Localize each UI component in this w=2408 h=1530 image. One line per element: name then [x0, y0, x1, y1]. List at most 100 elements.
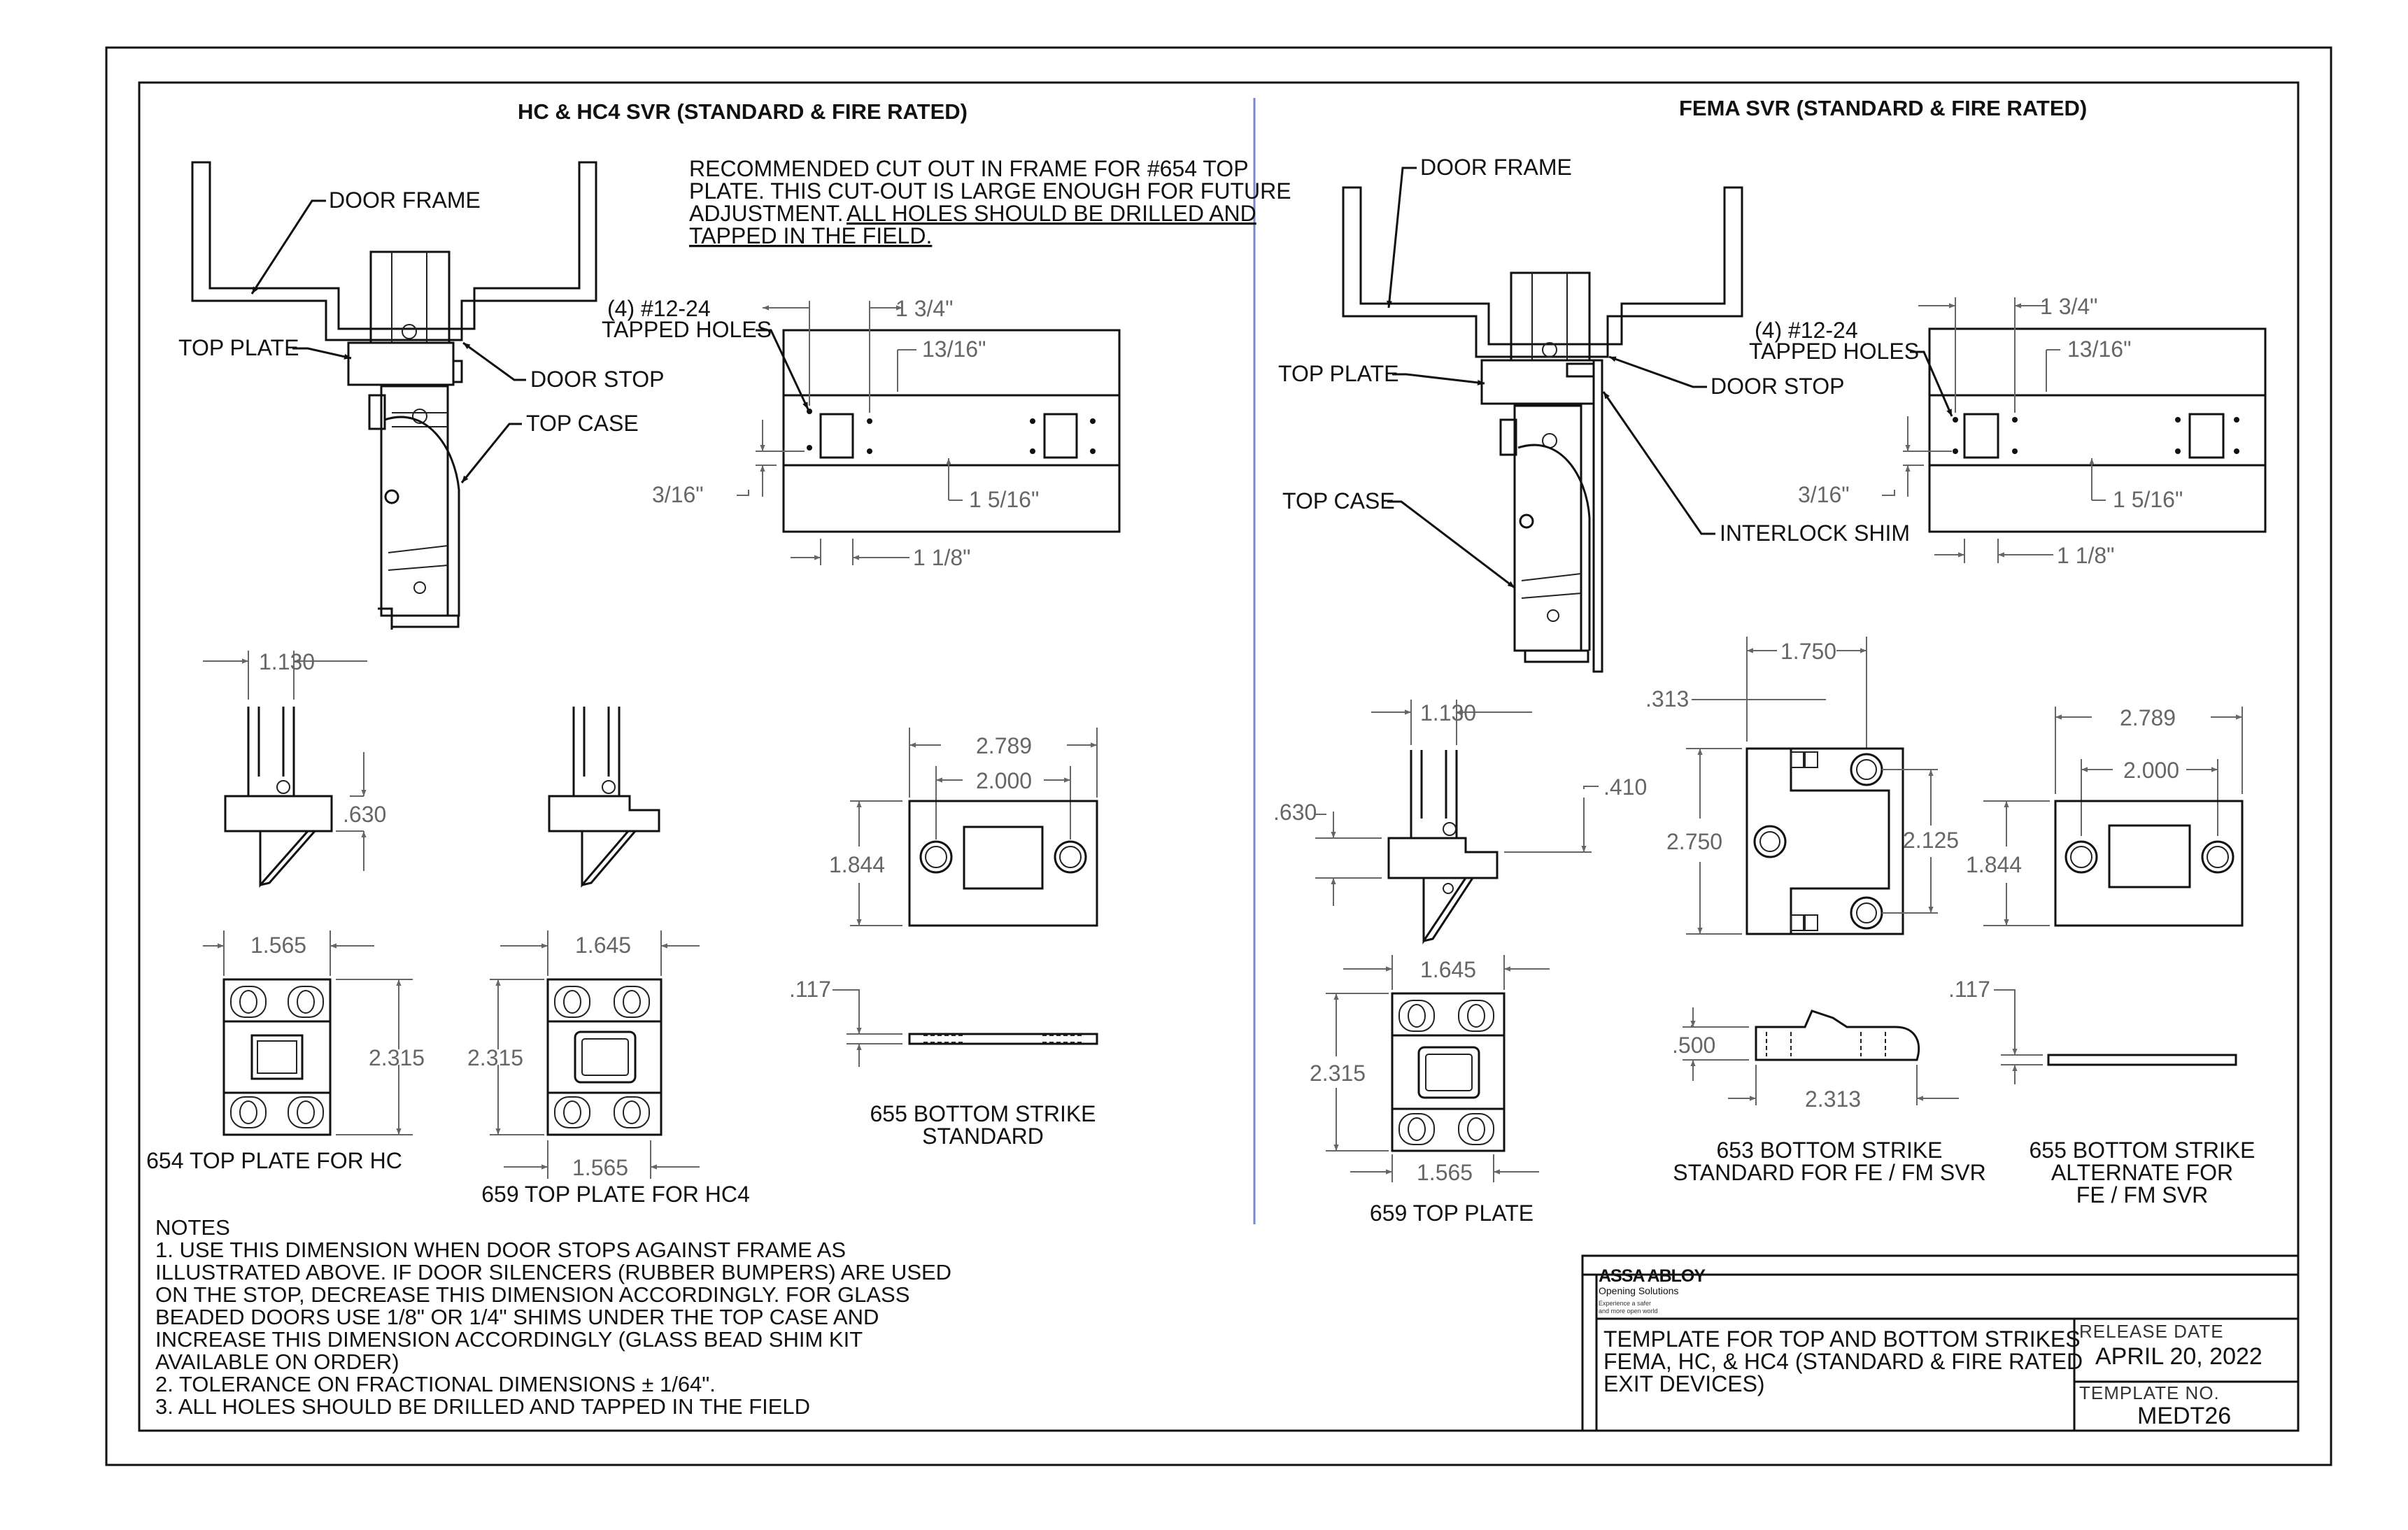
svg-text:1 5/16": 1 5/16": [969, 487, 1039, 512]
release-date: APRIL 20, 2022: [2095, 1343, 2262, 1370]
svg-text:AVAILABLE ON ORDER): AVAILABLE ON ORDER): [155, 1350, 399, 1374]
svg-text:.313: .313: [1645, 686, 1689, 711]
svg-text:TEMPLATE FOR TOP AND BOTTOM ST: TEMPLATE FOR TOP AND BOTTOM STRIKES: [1603, 1326, 2081, 1352]
svg-text:ILLUSTRATED ABOVE. IF DOOR SI: ILLUSTRATED ABOVE. IF DOOR SILENCERS (RU…: [155, 1260, 951, 1284]
left-cutout-note: RECOMMENDED CUT OUT IN FRAME FOR #654 TO…: [689, 156, 1291, 248]
svg-text:Experience a safer: Experience a safer: [1599, 1300, 1651, 1307]
svg-text:2.315: 2.315: [369, 1045, 425, 1070]
callout-door-frame-fema: DOOR FRAME: [1420, 155, 1572, 180]
callout-door-stop: DOOR STOP: [530, 367, 664, 392]
svg-text:1.565: 1.565: [250, 933, 306, 958]
right-cutout-template: (4) #12-24 TAPPED HOLES 1 3/4" 13/16" 3/…: [1749, 294, 2267, 568]
svg-text:2.125: 2.125: [1903, 828, 1959, 853]
svg-text:RECOMMENDED CUT OUT IN FRAME F: RECOMMENDED CUT OUT IN FRAME FOR #654 TO…: [689, 156, 1249, 181]
svg-text:655 BOTTOM STRIKE: 655 BOTTOM STRIKE: [870, 1101, 1096, 1126]
svg-text:1.844: 1.844: [1966, 852, 2022, 877]
callout-top-plate-fema: TOP PLATE: [1278, 361, 1399, 386]
svg-text:TAPPED HOLES: TAPPED HOLES: [602, 317, 772, 342]
svg-text:TAPPED IN THE FIELD.: TAPPED IN THE FIELD.: [689, 223, 932, 248]
svg-text:EXIT DEVICES): EXIT DEVICES): [1603, 1371, 1765, 1396]
svg-text:13/16": 13/16": [922, 337, 986, 362]
svg-text:Opening Solutions: Opening Solutions: [1599, 1285, 1678, 1296]
right-detail-fema: 1.130 .630 .410: [1273, 700, 1647, 944]
svg-text:1.130: 1.130: [259, 649, 315, 674]
svg-text:RELEASE DATE: RELEASE DATE: [2079, 1321, 2224, 1342]
svg-text:2.313: 2.313: [1805, 1086, 1861, 1112]
svg-text:1 1/8": 1 1/8": [2057, 543, 2115, 568]
svg-text:1.565: 1.565: [1417, 1160, 1473, 1185]
left-section-title: HC & HC4 SVR (STANDARD & FIRE RATED): [518, 99, 968, 124]
svg-text:.500: .500: [1672, 1033, 1715, 1058]
svg-text:.410: .410: [1603, 774, 1647, 800]
callout-top-case-fema: TOP CASE: [1282, 488, 1395, 513]
callout-top-case: TOP CASE: [526, 411, 639, 436]
svg-text:ALL HOLES SHOULD BE DRILLED AN: ALL HOLES SHOULD BE DRILLED AND: [847, 201, 1256, 226]
svg-text:1 5/16": 1 5/16": [2113, 487, 2183, 512]
svg-text:655 BOTTOM STRIKE: 655 BOTTOM STRIKE: [2029, 1138, 2255, 1163]
svg-text:2. TOLERANCE ON FRACTIONAL DIM: 2. TOLERANCE ON FRACTIONAL DIMENSIONS ± …: [155, 1372, 716, 1396]
template-number: MEDT26: [2137, 1403, 2231, 1429]
right-strike-653: 1.750 .313 2.750 2.125 .500 2.313: [1645, 637, 1986, 1185]
title-block: ASSA ABLOY Opening Solutions Experience …: [1581, 1254, 2300, 1432]
svg-text:STANDARD FOR FE / FM SVR: STANDARD FOR FE / FM SVR: [1673, 1160, 1985, 1185]
inner-border: [138, 81, 2300, 1432]
svg-text:3/16": 3/16": [1798, 482, 1850, 507]
svg-text:FEMA, HC, & HC4 (STANDARD & FI: FEMA, HC, & HC4 (STANDARD & FIRE RATED: [1603, 1349, 2083, 1374]
svg-text:3/16": 3/16": [652, 482, 704, 507]
left-side-view: [191, 161, 597, 630]
callout-interlock-shim: INTERLOCK SHIM: [1720, 520, 1910, 546]
callout-door-stop-fema: DOOR STOP: [1711, 374, 1844, 399]
svg-text:1.645: 1.645: [575, 933, 631, 958]
svg-text:2.000: 2.000: [2123, 758, 2179, 783]
notes-block: NOTES 1. USE THIS DIMENSION WHEN DOOR ST…: [155, 1215, 951, 1419]
svg-text:2.750: 2.750: [1666, 829, 1722, 854]
svg-text:NOTES: NOTES: [155, 1215, 230, 1240]
svg-text:1 3/4": 1 3/4": [2040, 294, 2098, 319]
svg-text:3. ALL HOLES SHOULD BE DRILLED: 3. ALL HOLES SHOULD BE DRILLED AND TAPPE…: [155, 1394, 810, 1419]
svg-text:ALTERNATE FOR: ALTERNATE FOR: [2051, 1160, 2233, 1185]
left-detail-hc4: [548, 707, 660, 888]
svg-text:TAPPED HOLES: TAPPED HOLES: [1749, 339, 1919, 364]
svg-text:1.844: 1.844: [829, 852, 885, 877]
right-section-title: FEMA SVR (STANDARD & FIRE RATED): [1679, 96, 2087, 120]
left-strike-655: 2.789 2.000 1.844 .117 655 BOTTOM STRIKE…: [789, 728, 1098, 1149]
svg-text:BEADED DOORS USE 1/8" OR 1/4": BEADED DOORS USE 1/8" OR 1/4" SHIMS UNDE…: [155, 1305, 879, 1329]
svg-text:1.130: 1.130: [1420, 700, 1476, 725]
caption-654: 654 TOP PLATE FOR HC: [146, 1148, 402, 1173]
svg-text:and more open world: and more open world: [1599, 1308, 1658, 1315]
svg-text:(4) #12-24: (4) #12-24: [607, 296, 711, 321]
svg-text:.630: .630: [343, 802, 386, 827]
caption-659-hc4: 659 TOP PLATE FOR HC4: [481, 1182, 750, 1207]
svg-text:653 BOTTOM STRIKE: 653 BOTTOM STRIKE: [1716, 1138, 1942, 1163]
svg-text:2.000: 2.000: [976, 768, 1032, 793]
svg-text:2.789: 2.789: [976, 733, 1032, 758]
svg-text:STANDARD: STANDARD: [922, 1124, 1044, 1149]
caption-659-fema: 659 TOP PLATE: [1370, 1200, 1534, 1226]
svg-text:FE / FM SVR: FE / FM SVR: [2076, 1182, 2208, 1207]
svg-text:1.645: 1.645: [1420, 957, 1476, 982]
svg-text:1.565: 1.565: [572, 1155, 628, 1180]
svg-text:.117: .117: [1948, 977, 1990, 1002]
svg-text:TEMPLATE NO.: TEMPLATE NO.: [2079, 1382, 2220, 1403]
svg-text:(4) #12-24: (4) #12-24: [1755, 318, 1858, 343]
svg-text:1.750: 1.750: [1780, 639, 1836, 664]
svg-text:1 3/4": 1 3/4": [895, 296, 954, 321]
svg-text:.117: .117: [789, 977, 831, 1002]
callout-door-frame: DOOR FRAME: [329, 187, 481, 213]
svg-text:.630: .630: [1273, 800, 1317, 825]
left-callouts: DOOR FRAME TOP PLATE DOOR STOP TOP CASE: [178, 187, 664, 483]
right-plate-659: 1.645 2.315 1.565 659 TOP PLATE: [1310, 955, 1550, 1226]
outer-border: [105, 46, 2332, 1466]
svg-text:ON THE STOP, DECREASE THIS DIM: ON THE STOP, DECREASE THIS DIMENSION ACC…: [155, 1282, 909, 1307]
brand-logo-text: ASSA ABLOY: [1599, 1266, 1706, 1286]
left-detail-hc: 1.130 .630: [203, 649, 386, 888]
left-plate-659: 1.645 2.315 1.565 659 TOP PLATE FOR HC4: [467, 930, 750, 1207]
callout-top-plate: TOP PLATE: [178, 335, 299, 360]
svg-text:ADJUSTMENT.: ADJUSTMENT.: [689, 201, 843, 226]
svg-text:13/16": 13/16": [2067, 337, 2131, 362]
svg-text:2.315: 2.315: [1310, 1061, 1366, 1086]
right-side-view: [1342, 186, 1743, 673]
left-plate-654: 1.565 2.315 654 TOP PLATE FOR HC: [146, 930, 425, 1173]
svg-text:1. USE THIS DIMENSION WHEN DO: 1. USE THIS DIMENSION WHEN DOOR STOPS AG…: [155, 1238, 846, 1262]
